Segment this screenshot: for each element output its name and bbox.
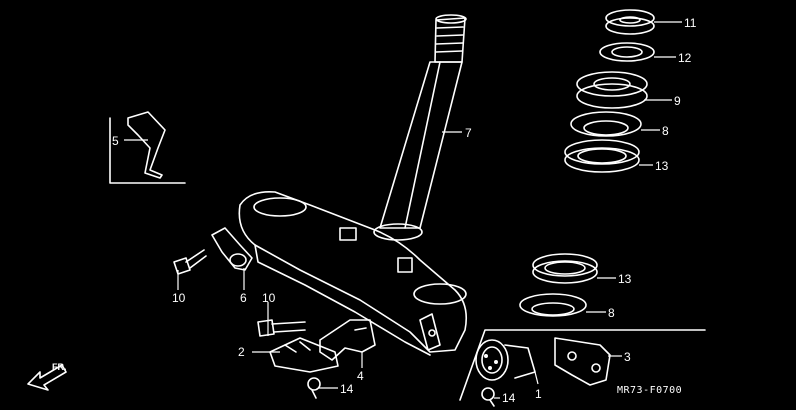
brake-hose-clamp xyxy=(211,227,253,271)
callout-5: 5 xyxy=(112,134,119,148)
screw-14-right xyxy=(481,387,495,407)
callout-12: 12 xyxy=(678,51,692,65)
lower-bearing-race xyxy=(519,293,587,317)
lock-nut xyxy=(605,9,655,35)
upper-bearing xyxy=(564,139,640,173)
callout-9: 9 xyxy=(674,94,681,108)
callout-8-upper: 8 xyxy=(662,124,669,138)
callout-14-left: 14 xyxy=(340,382,354,396)
callout-1: 1 xyxy=(535,387,542,401)
callout-8-lower: 8 xyxy=(608,306,615,320)
callout-3: 3 xyxy=(624,350,631,364)
callout-7: 7 xyxy=(465,126,472,140)
callout-10-lower: 10 xyxy=(262,291,276,305)
callout-14-right: 14 xyxy=(502,391,516,405)
bottom-bridge xyxy=(238,190,468,356)
bolt-upper xyxy=(173,249,207,275)
horn xyxy=(475,339,536,381)
callout-6: 6 xyxy=(240,291,247,305)
callout-13-lower: 13 xyxy=(618,272,632,286)
callout-10-upper: 10 xyxy=(172,291,186,305)
lower-bearing xyxy=(532,253,598,284)
callout-4: 4 xyxy=(357,369,364,383)
part-code: MR73-F0700 xyxy=(617,385,682,396)
horn-mount-bracket xyxy=(554,337,611,386)
lock-washer xyxy=(599,42,655,62)
direction-label: FR. xyxy=(52,362,67,372)
leader-lines xyxy=(124,21,682,399)
adjusting-nut xyxy=(576,71,648,109)
reflector-plate xyxy=(269,337,339,373)
inset-frame xyxy=(459,329,706,401)
screw-14-left xyxy=(307,377,321,399)
cable-guide-inset xyxy=(109,111,186,184)
upper-bearing-race xyxy=(570,111,642,137)
callout-2: 2 xyxy=(238,345,245,359)
callout-11: 11 xyxy=(684,16,697,30)
steering-stem-tube xyxy=(373,14,467,241)
callout-13-upper: 13 xyxy=(655,159,669,173)
bracket-4 xyxy=(319,319,376,361)
bolt-lower xyxy=(257,319,306,337)
front-direction-arrow: FR. xyxy=(27,362,67,391)
